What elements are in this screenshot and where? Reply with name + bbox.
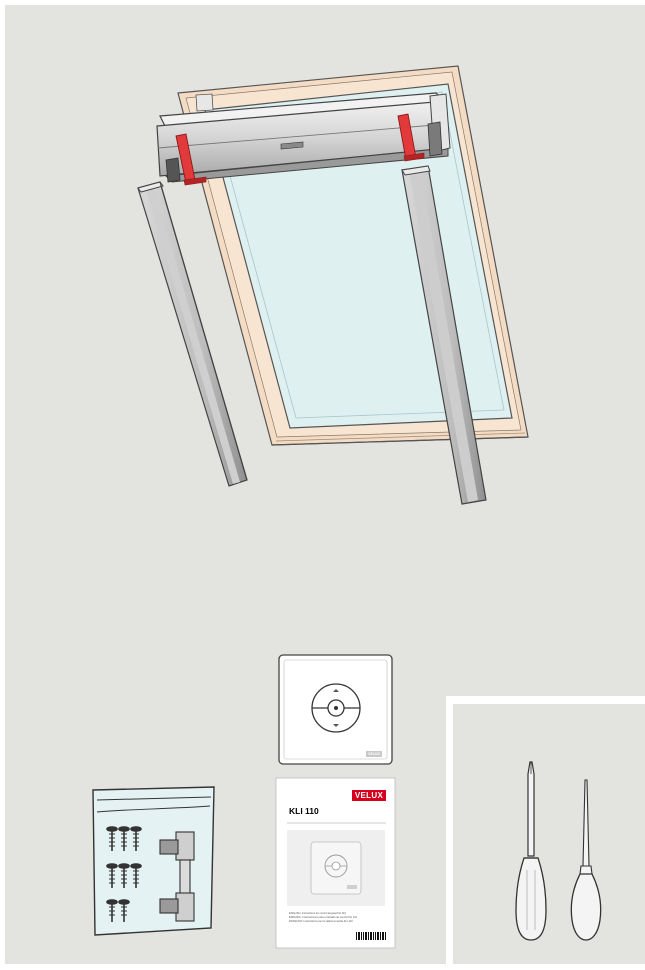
product-code: KLI 110 [289,806,369,816]
tools-panel [453,704,645,964]
brand-logo: VELUX [352,790,386,801]
switch-brand-label: VELUX [366,751,382,757]
screw-bag-icon[interactable] [93,787,214,935]
wall-switch-icon[interactable] [279,655,392,764]
manual-line-french: FRANÇAIS: Instructions pour le télécomma… [289,920,385,924]
